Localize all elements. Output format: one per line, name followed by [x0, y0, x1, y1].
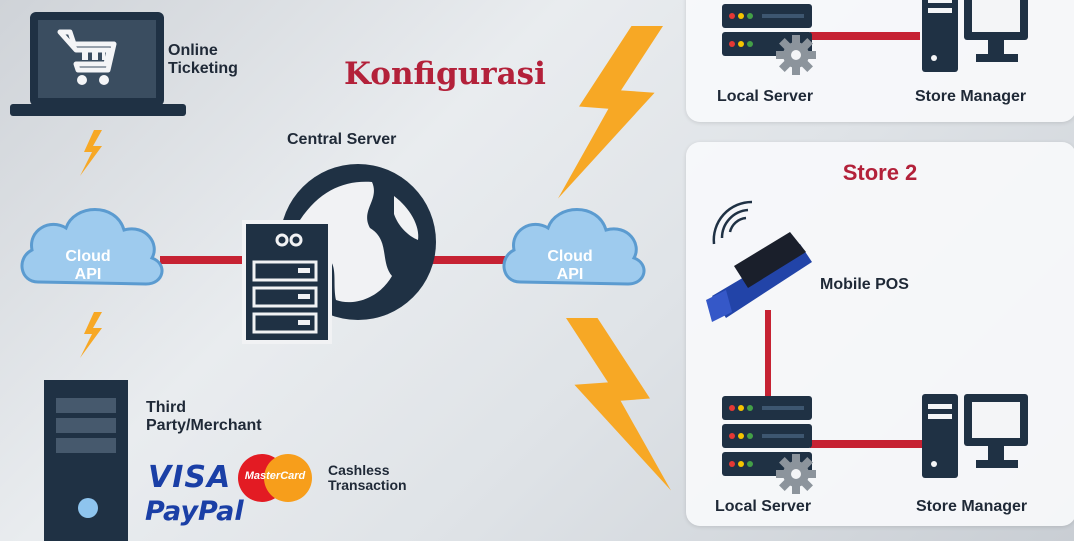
mastercard-logo	[238, 454, 312, 502]
mastercard-label: MasterCard	[244, 470, 306, 482]
mobile-pos-label: Mobile POS	[820, 276, 909, 293]
online-ticketing-label: Online Ticketing	[168, 42, 238, 77]
cloud-api-left-label: Cloud API	[65, 248, 111, 283]
gear-icon	[776, 35, 816, 75]
store2-local-server-label: Local Server	[715, 498, 812, 515]
third-party-label: Third Party/Merchant	[146, 399, 262, 434]
store2-store-manager-label: Store Manager	[916, 498, 1028, 515]
wifi-signal-icon	[712, 200, 753, 245]
cloud-api-right-label: Cloud API	[547, 248, 593, 283]
store2-title: Store 2	[842, 160, 918, 185]
cashless-label: Cashless Transaction	[328, 462, 407, 493]
visa-logo: VISA	[148, 460, 232, 495]
lightning-icon	[558, 26, 663, 199]
tower-pc-icon	[44, 380, 128, 541]
paypal-logo: PayPal	[145, 496, 244, 527]
globe-server-icon	[242, 164, 436, 344]
lightning-icon	[566, 318, 671, 491]
lightning-icon	[80, 130, 102, 176]
desktop-pc-icon	[922, 0, 1028, 72]
store1-store-manager-label: Store Manager	[915, 88, 1027, 105]
store1-local-server-label: Local Server	[717, 88, 814, 105]
page-title: Konfigurasi	[344, 56, 546, 92]
gear-icon	[776, 454, 816, 494]
mobile-pos-icon	[706, 232, 812, 322]
laptop-cart-icon	[10, 12, 186, 116]
central-server-label: Central Server	[287, 131, 397, 148]
lightning-icon	[80, 312, 102, 358]
desktop-pc-icon	[922, 394, 1028, 478]
